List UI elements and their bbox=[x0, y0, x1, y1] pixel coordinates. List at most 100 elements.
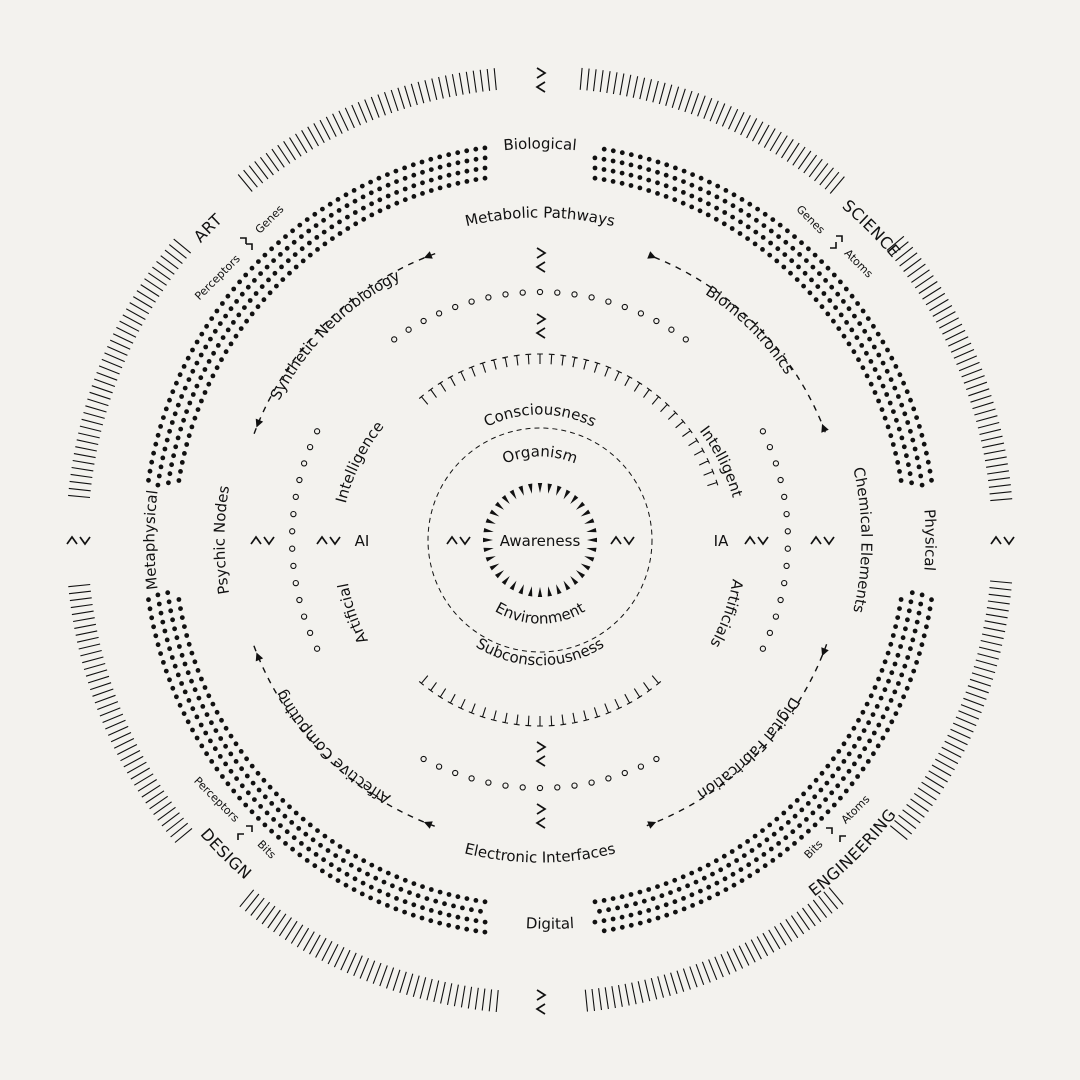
band-dot bbox=[223, 743, 229, 749]
band-dot bbox=[706, 884, 712, 890]
band-dot bbox=[841, 299, 846, 304]
down-chevron-icon bbox=[623, 536, 635, 546]
ring-circle bbox=[554, 289, 561, 296]
band-dot bbox=[884, 368, 890, 374]
band-dot bbox=[284, 829, 290, 835]
band-dot bbox=[726, 862, 732, 868]
band-dot bbox=[198, 722, 204, 728]
band-dot bbox=[264, 810, 270, 816]
band-dot bbox=[402, 899, 408, 905]
left-angle-bracket-icon bbox=[535, 755, 546, 767]
band-dot bbox=[190, 392, 196, 397]
band-dot bbox=[919, 482, 925, 488]
band-dot bbox=[857, 754, 863, 759]
band-dot bbox=[664, 912, 670, 918]
ring-circle bbox=[290, 562, 297, 570]
band-dot bbox=[185, 719, 191, 725]
band-dot bbox=[271, 817, 276, 822]
band-dot bbox=[478, 908, 483, 914]
band-dot bbox=[689, 193, 695, 199]
band-dot bbox=[172, 663, 178, 669]
band-dot bbox=[368, 884, 374, 890]
band-dot bbox=[663, 172, 669, 178]
band-dot bbox=[812, 794, 818, 800]
band-dot bbox=[280, 798, 286, 803]
wedge-mark bbox=[575, 501, 586, 510]
band-dot bbox=[228, 768, 234, 774]
note-atoms-engineering: Atoms bbox=[839, 792, 873, 826]
wedge-mark bbox=[580, 563, 591, 571]
band-dot bbox=[184, 633, 190, 638]
ring-label-biological: Biological bbox=[503, 135, 578, 155]
wedge-mark bbox=[586, 547, 597, 553]
band-dot bbox=[843, 788, 849, 794]
band-dot bbox=[898, 478, 904, 483]
band-dot bbox=[824, 780, 830, 786]
wedge-mark bbox=[518, 584, 524, 595]
band-dot bbox=[266, 277, 271, 283]
band-dot bbox=[768, 846, 774, 852]
band-dot bbox=[754, 217, 759, 223]
band-dot bbox=[914, 415, 919, 420]
band-dot bbox=[637, 154, 643, 160]
band-dot bbox=[455, 914, 461, 920]
band-dot bbox=[228, 751, 234, 757]
band-dot bbox=[792, 813, 798, 819]
ring-circle bbox=[536, 784, 544, 792]
corner-bracket-icon bbox=[240, 237, 253, 250]
core-label-consciousness: Consciousness bbox=[481, 400, 599, 430]
band-dot bbox=[163, 406, 169, 412]
arrowhead-icon bbox=[255, 652, 264, 662]
band-dot bbox=[287, 270, 292, 276]
band-dot bbox=[244, 318, 250, 324]
band-dot bbox=[299, 246, 305, 252]
band-dot bbox=[163, 668, 169, 674]
arrowhead-icon bbox=[821, 423, 829, 433]
band-dot bbox=[770, 858, 776, 863]
band-dot bbox=[464, 916, 470, 922]
band-dot bbox=[917, 424, 922, 429]
band-dot bbox=[707, 895, 712, 901]
band-dot bbox=[659, 893, 665, 899]
band-dot bbox=[373, 875, 379, 881]
band-dot bbox=[846, 733, 852, 739]
band-dot bbox=[805, 801, 811, 806]
band-dot bbox=[437, 175, 443, 180]
band-dot bbox=[731, 192, 737, 198]
band-dot bbox=[856, 736, 862, 741]
band-dot bbox=[419, 159, 425, 165]
band-dot bbox=[269, 801, 275, 806]
band-dot bbox=[601, 167, 607, 172]
wedge-mark bbox=[547, 483, 553, 494]
band-dot bbox=[176, 597, 182, 602]
band-dot bbox=[884, 392, 890, 397]
band-dot bbox=[752, 241, 758, 247]
band-dot bbox=[146, 597, 151, 603]
band-dot bbox=[181, 417, 187, 423]
band-dot bbox=[888, 641, 894, 647]
band-dot bbox=[194, 714, 200, 720]
band-dot bbox=[394, 190, 399, 195]
up-chevron-icon bbox=[990, 535, 1002, 545]
down-chevron-icon bbox=[459, 536, 471, 546]
band-dot bbox=[693, 879, 699, 885]
band-dot bbox=[768, 240, 773, 246]
band-dot bbox=[619, 170, 625, 176]
band-dot bbox=[146, 477, 151, 483]
band-dot bbox=[208, 738, 213, 744]
band-dot bbox=[914, 619, 920, 625]
band-dot bbox=[880, 339, 886, 345]
band-dot bbox=[610, 179, 616, 184]
band-dot bbox=[729, 226, 735, 231]
band-dot bbox=[876, 722, 882, 728]
band-dot bbox=[233, 741, 239, 747]
band-dot bbox=[698, 175, 704, 181]
band-dot bbox=[891, 409, 896, 414]
band-dot bbox=[592, 155, 598, 161]
band-dot bbox=[905, 420, 911, 425]
band-dot bbox=[817, 271, 822, 276]
ring-label-physical: Physical bbox=[920, 509, 939, 572]
right-angle-bracket-icon bbox=[536, 313, 547, 325]
band-dot bbox=[876, 375, 882, 381]
band-dot bbox=[420, 905, 425, 911]
